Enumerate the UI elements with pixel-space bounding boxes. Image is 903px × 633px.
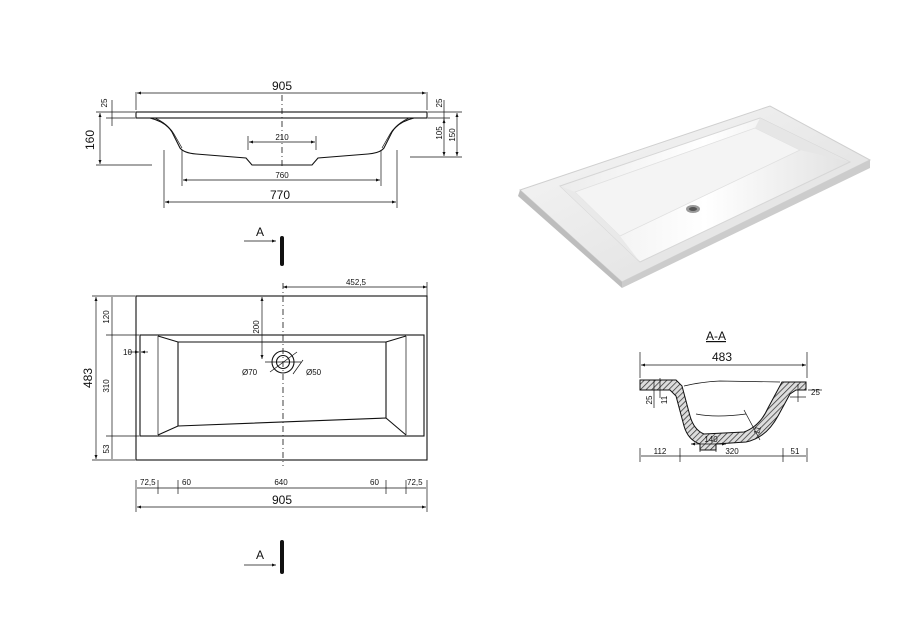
section-view: A-A 483 11 25 25 11 140 112 320 51	[639, 329, 822, 462]
front-base-label: 770	[270, 188, 290, 202]
top-overall-width-label: 905	[272, 493, 292, 507]
section-title: A-A	[706, 329, 726, 343]
section-mid-seg-label: 320	[725, 447, 739, 456]
section-rim-thickness-label: 11	[660, 395, 669, 404]
top-depth-label: 483	[81, 368, 95, 388]
top-back-band-label: 120	[102, 310, 111, 324]
section-marker-bottom: A	[244, 540, 284, 574]
top-seg-edge-right-label: 72,5	[407, 478, 423, 487]
top-seg-side-left-label: 60	[182, 478, 191, 487]
top-rim-side-label: 10	[123, 348, 132, 357]
section-marker-top-label: A	[256, 225, 264, 239]
top-bowl-depth-label: 310	[102, 379, 111, 393]
top-view: 452,5 200 Ø70 Ø50 10 483 120 310 53	[81, 278, 428, 512]
section-marker-top: A	[244, 225, 284, 266]
section-right-lip-label: 25	[811, 388, 820, 397]
section-marker-bottom-label: A	[256, 548, 264, 562]
top-drain-offset-label: 200	[252, 320, 261, 334]
top-front-band-label: 53	[102, 444, 111, 453]
front-height-label: 160	[83, 130, 97, 150]
section-rim-height-label: 25	[645, 395, 654, 404]
top-hole-large-label: Ø70	[242, 368, 258, 377]
front-rim-label: 25	[100, 98, 109, 107]
top-seg-bowl-label: 640	[274, 478, 288, 487]
front-width-label: 905	[272, 79, 292, 93]
front-bottom-label: 760	[275, 171, 289, 180]
front-inner-depth-label: 105	[435, 126, 444, 140]
section-width-label: 483	[712, 350, 732, 364]
section-right-seg-label: 51	[791, 447, 800, 456]
sink-render	[518, 105, 872, 288]
top-seg-side-right-label: 60	[370, 478, 379, 487]
front-drain-label: 210	[275, 133, 289, 142]
top-seg-edge-left-label: 72,5	[140, 478, 156, 487]
section-wall-label: 11	[752, 425, 763, 436]
section-drain-label: 140	[704, 435, 718, 444]
section-profile	[639, 379, 807, 451]
top-offset-label: 452,5	[346, 278, 367, 287]
front-view: 905 210 760 770 160 25	[83, 79, 462, 208]
section-left-seg-label: 112	[654, 447, 667, 456]
front-rim-right-label: 25	[435, 98, 444, 107]
top-hole-small-label: Ø50	[306, 368, 322, 377]
front-outer-depth-label: 150	[448, 128, 457, 142]
